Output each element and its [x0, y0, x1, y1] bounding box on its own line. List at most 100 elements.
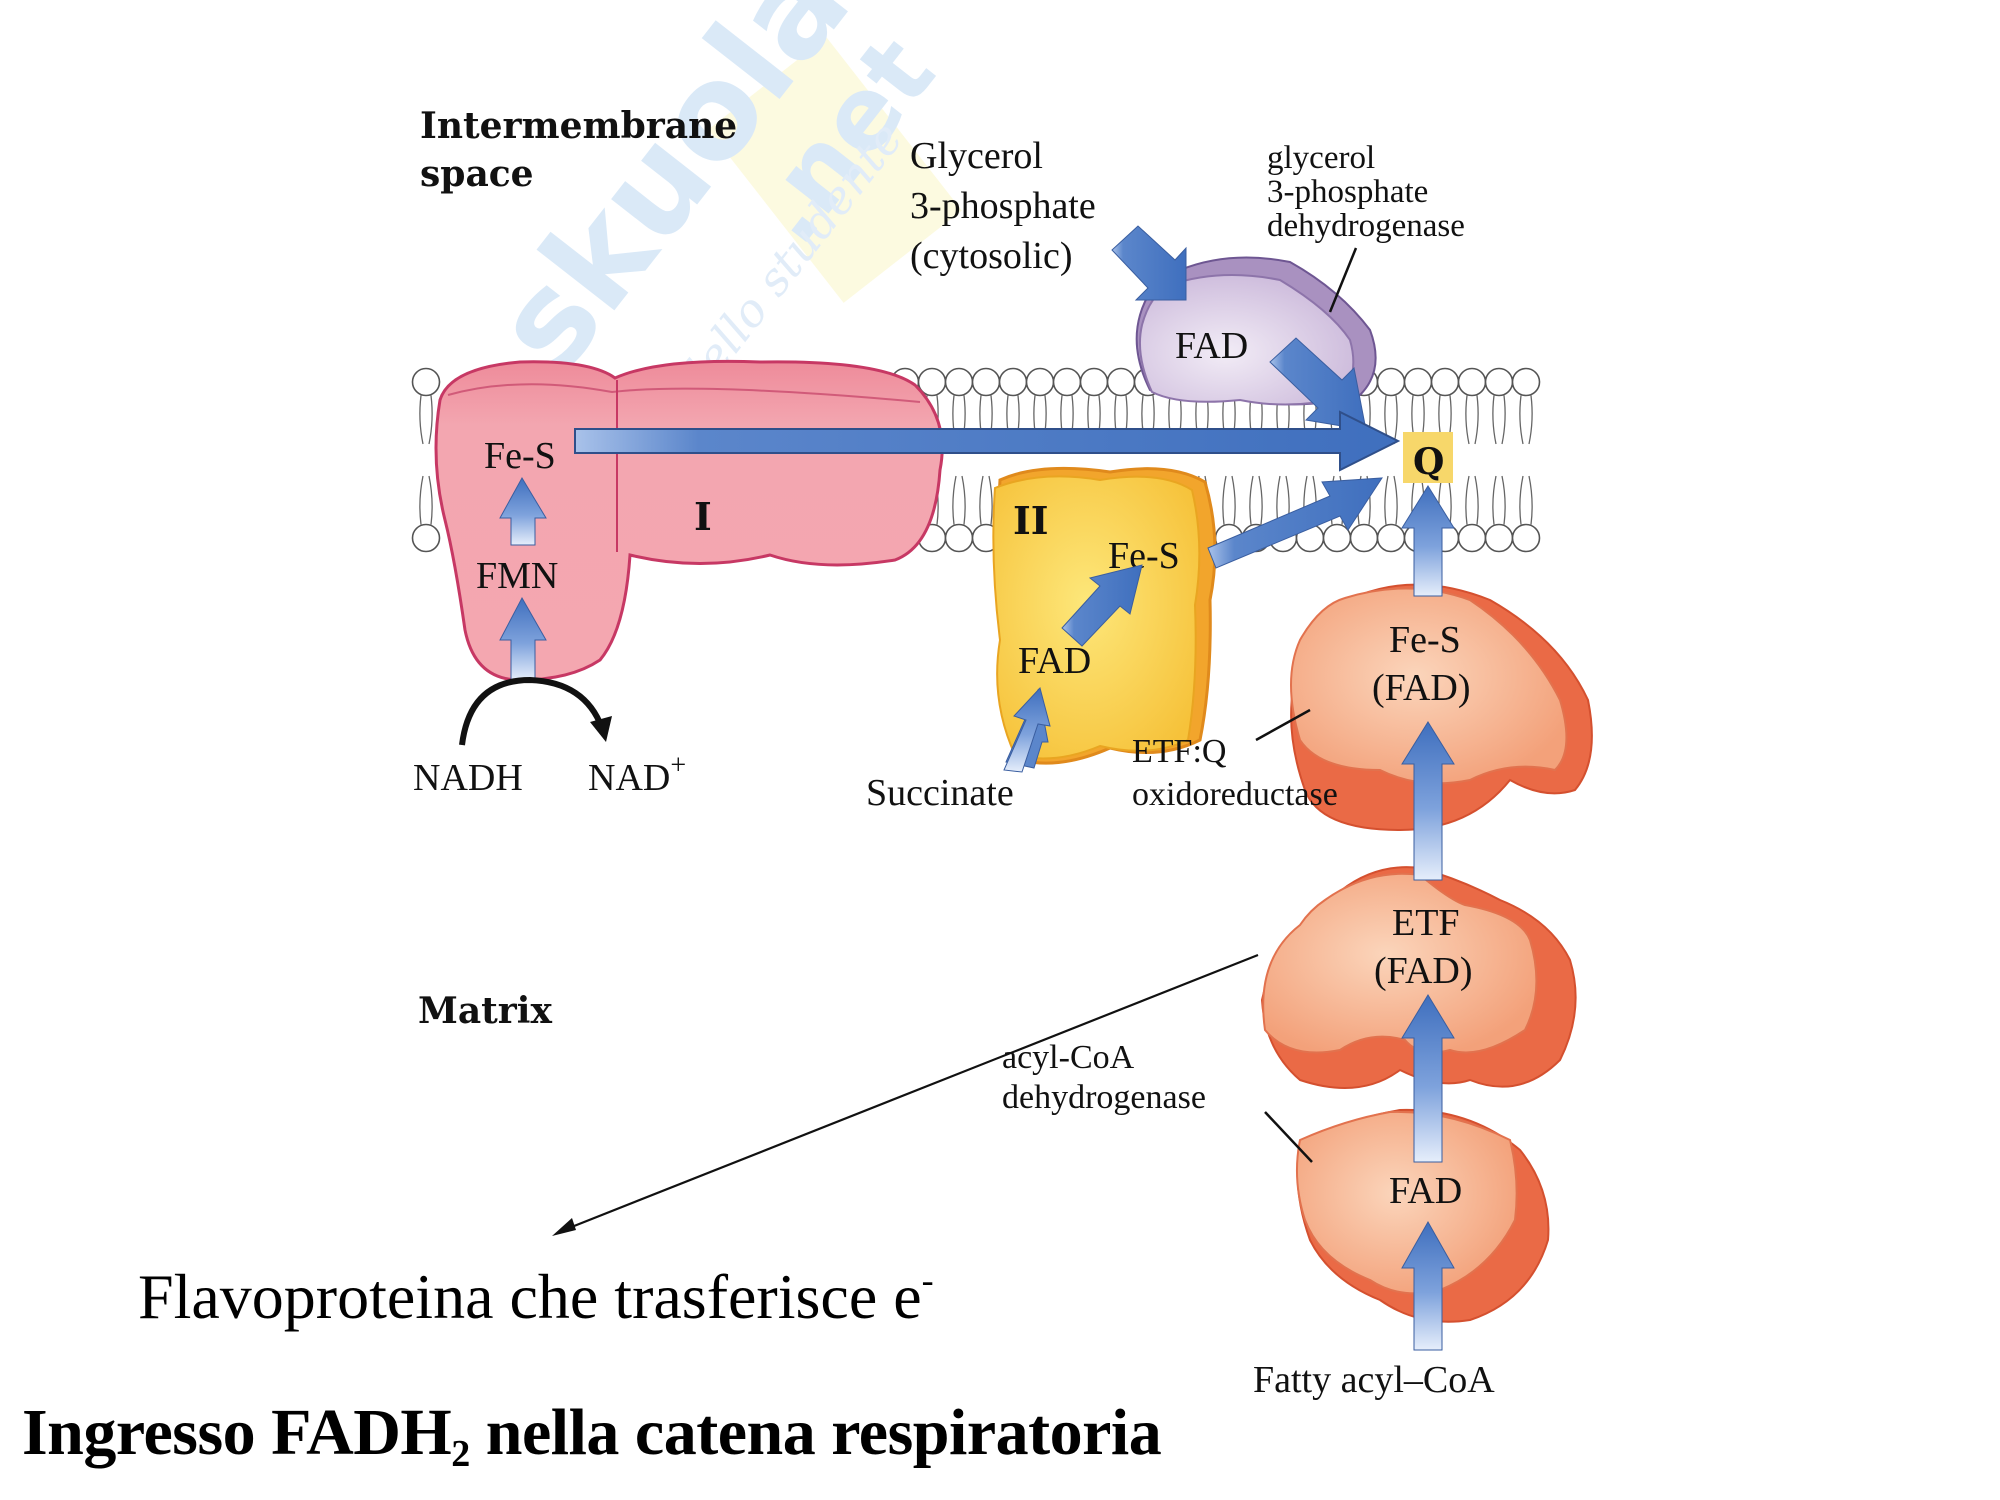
acyl-coa-dh-fad: FAD — [1389, 1170, 1462, 1212]
watermark-tld-box — [708, 37, 962, 303]
g3pdh-label-line2: 3-phosphate — [1267, 174, 1428, 210]
lipid-tail — [1447, 475, 1452, 525]
acyl-coa-dh-body — [1295, 1110, 1518, 1295]
lipid-tail — [952, 475, 957, 525]
arrow-acyl-dh-to-etf — [1401, 994, 1455, 1163]
lipid-tail — [419, 395, 424, 445]
etfq-label-line2: oxidoreductase — [1132, 776, 1338, 813]
lipid-tail — [1384, 475, 1389, 525]
complex-I-fmn: FMN — [476, 555, 558, 597]
lipid-head — [1376, 367, 1406, 397]
lipid-tail — [1474, 395, 1479, 445]
electron-charge-superscript: - — [921, 1260, 934, 1300]
lipid-tail — [1519, 475, 1524, 525]
arrow-glycerol-in — [1111, 225, 1187, 301]
g3pdh-label-line3: dehydrogenase — [1267, 208, 1465, 244]
complex-I: I Fe-S FMN — [434, 359, 944, 682]
lipid-tail — [1492, 395, 1497, 445]
complex-I-fes: Fe-S — [484, 435, 556, 477]
lipid-head — [1349, 523, 1379, 553]
lipid-head — [1484, 523, 1514, 553]
lipid-tail — [1528, 395, 1533, 445]
g3pdh-fad: FAD — [1175, 325, 1248, 367]
etfq-cofactor-line1: Fe-S — [1389, 619, 1461, 661]
arrow-g3pdh-to-q — [1269, 337, 1367, 431]
flavoprotein-caption-text: Flavoproteina che trasferisce e — [138, 1261, 922, 1332]
etf-q-oxidoreductase: Fe-S (FAD) — [1290, 583, 1593, 832]
matrix-label: Matrix — [418, 990, 552, 1032]
lipid-head — [1106, 367, 1136, 397]
arrow-complex-II-to-q — [1207, 477, 1383, 569]
lipid-tail — [1393, 395, 1398, 445]
slide-title-suffix: nella catena respiratoria — [469, 1396, 1162, 1469]
etf-line1: ETF — [1392, 902, 1460, 944]
lipid-head — [971, 367, 1001, 397]
glycerol-label-line1: Glycerol — [910, 135, 1043, 177]
nadh-arc-arrowhead — [590, 716, 612, 742]
nadh-conversion-arc — [459, 676, 605, 746]
arrow-succinate-to-fad — [1003, 686, 1051, 773]
glycerol-label-line2: 3-phosphate — [910, 185, 1096, 227]
arrow-fmn-to-fes — [499, 476, 547, 546]
lipid-head — [1511, 523, 1541, 553]
acyl-coa-dehydrogenase: FAD — [1295, 1108, 1550, 1323]
lipid-tail — [1465, 475, 1470, 525]
lipid-head — [944, 367, 974, 397]
lipid-head — [1511, 367, 1541, 397]
lipid-tail — [1501, 395, 1506, 445]
etfq-cofactor-line2: (FAD) — [1372, 667, 1471, 709]
glycerol-label-line3: (cytosolic) — [910, 235, 1073, 277]
arrow-etfq-to-q — [1401, 485, 1455, 597]
acyl-coa-dh-leader-line — [1264, 1111, 1313, 1163]
lipid-head — [1052, 367, 1082, 397]
lipid-head — [998, 367, 1028, 397]
slide-title-prefix: Ingresso FADH — [22, 1396, 452, 1469]
etf-q-body — [1290, 587, 1568, 785]
space-label: space — [420, 153, 534, 195]
lipid-head — [1484, 367, 1514, 397]
lipid-tail — [428, 395, 433, 445]
ubiquinone-label: Q — [1413, 441, 1444, 483]
lipid-head — [1025, 367, 1055, 397]
lipid-tail — [1231, 475, 1236, 525]
g3pdh-leader-line — [1328, 247, 1358, 313]
complex-II-fad: FAD — [1018, 640, 1091, 682]
lipid-tail — [1501, 475, 1506, 525]
lipid-tail — [1528, 475, 1533, 525]
arrow-fatty-acyl-to-fad — [1401, 1220, 1455, 1351]
lipid-tail — [961, 475, 966, 525]
etf: ETF (FAD) — [1260, 866, 1577, 1089]
etf-body — [1262, 872, 1538, 1054]
lipid-head — [944, 523, 974, 553]
lipid-tail — [1258, 475, 1263, 525]
g3pdh-label-line1: glycerol — [1267, 140, 1375, 176]
etfq-leader-line — [1255, 708, 1311, 742]
complex-I-label: I — [694, 494, 712, 539]
etf-pointer-arrowhead — [552, 1218, 576, 1236]
etf-line2: (FAD) — [1374, 950, 1473, 992]
lipid-head — [411, 523, 441, 553]
nadh-label: NADH — [413, 757, 523, 799]
arrow-fad-to-fes-II — [1061, 564, 1143, 647]
succinate-label: Succinate — [866, 772, 1014, 814]
lipid-tail — [419, 475, 424, 525]
etfq-label-line1: ETF:Q — [1132, 733, 1226, 770]
lipid-head — [1457, 523, 1487, 553]
lipid-tail — [1393, 475, 1398, 525]
etf-pointer-line — [563, 953, 1259, 1232]
arrow-complex-I-to-q — [574, 410, 1401, 472]
slide-title-subscript: 2 — [451, 1433, 470, 1475]
slide-title: Ingresso FADH2 nella catena respiratoria — [22, 1400, 1162, 1475]
lipid-head — [1457, 367, 1487, 397]
intermembrane-label: Intermembrane — [420, 105, 737, 147]
lipid-head — [1376, 523, 1406, 553]
acyl-coa-dh-label-line1: acyl-CoA — [1002, 1039, 1135, 1076]
complex-II-label: II — [1013, 498, 1049, 543]
arrow-etf-to-etfq — [1401, 721, 1455, 881]
acyl-coa-dh-label-line2: dehydrogenase — [1002, 1079, 1206, 1116]
lipid-tail — [1519, 395, 1524, 445]
lipid-head — [1430, 367, 1460, 397]
lipid-head — [1403, 367, 1433, 397]
lipid-tail — [988, 475, 993, 525]
